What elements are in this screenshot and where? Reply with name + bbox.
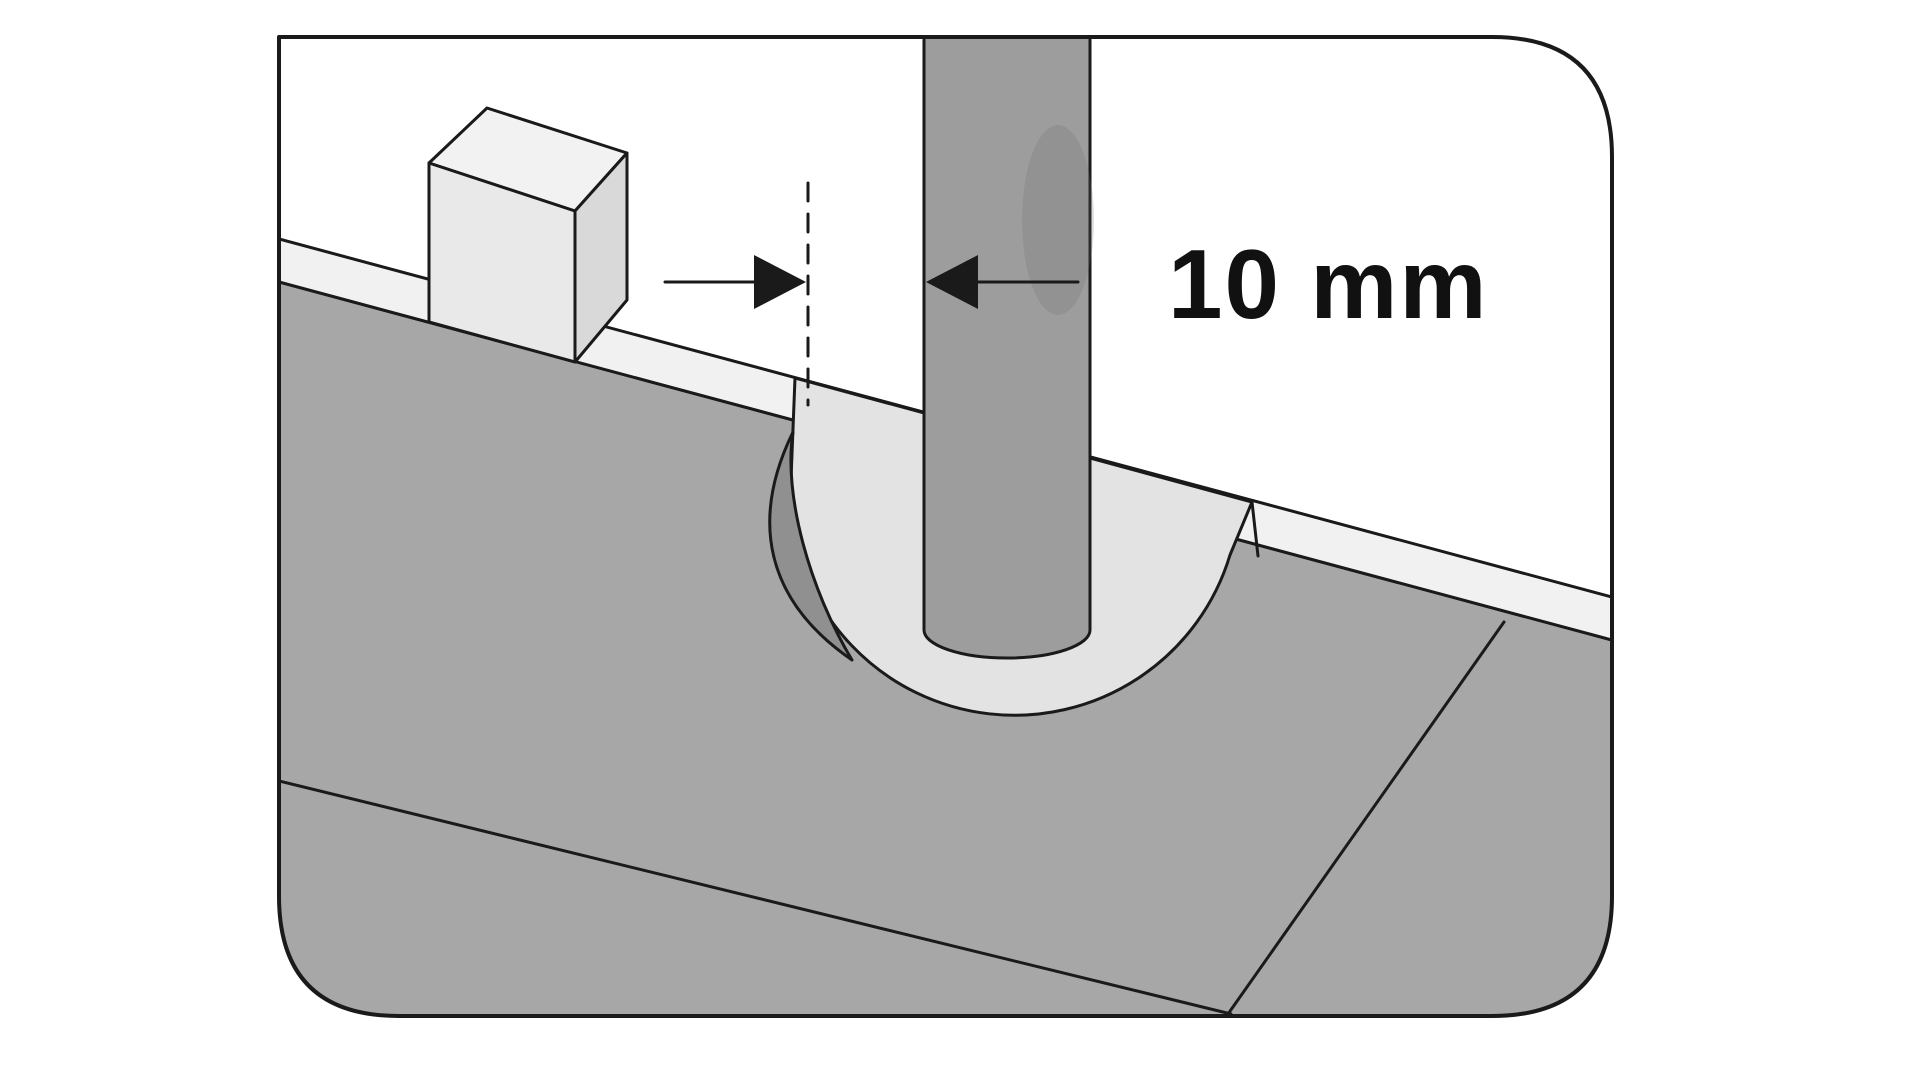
dimension-label: 10 mm bbox=[1168, 229, 1489, 339]
pipe-shadow bbox=[1022, 125, 1094, 315]
panel-seam-left bbox=[279, 779, 1233, 1016]
frame-border bbox=[277, 35, 1614, 1018]
pipe bbox=[922, 37, 1092, 660]
panel-seam-right bbox=[1226, 620, 1506, 1016]
cube-front-face bbox=[427, 161, 577, 364]
dimension-annotation: 10 mm bbox=[663, 181, 1489, 407]
hole-inner-wall bbox=[768, 430, 854, 662]
dimension-arrow-left-icon bbox=[663, 255, 806, 309]
dimension-arrow-right-icon bbox=[926, 255, 1080, 309]
edge-step-line bbox=[1250, 500, 1260, 558]
